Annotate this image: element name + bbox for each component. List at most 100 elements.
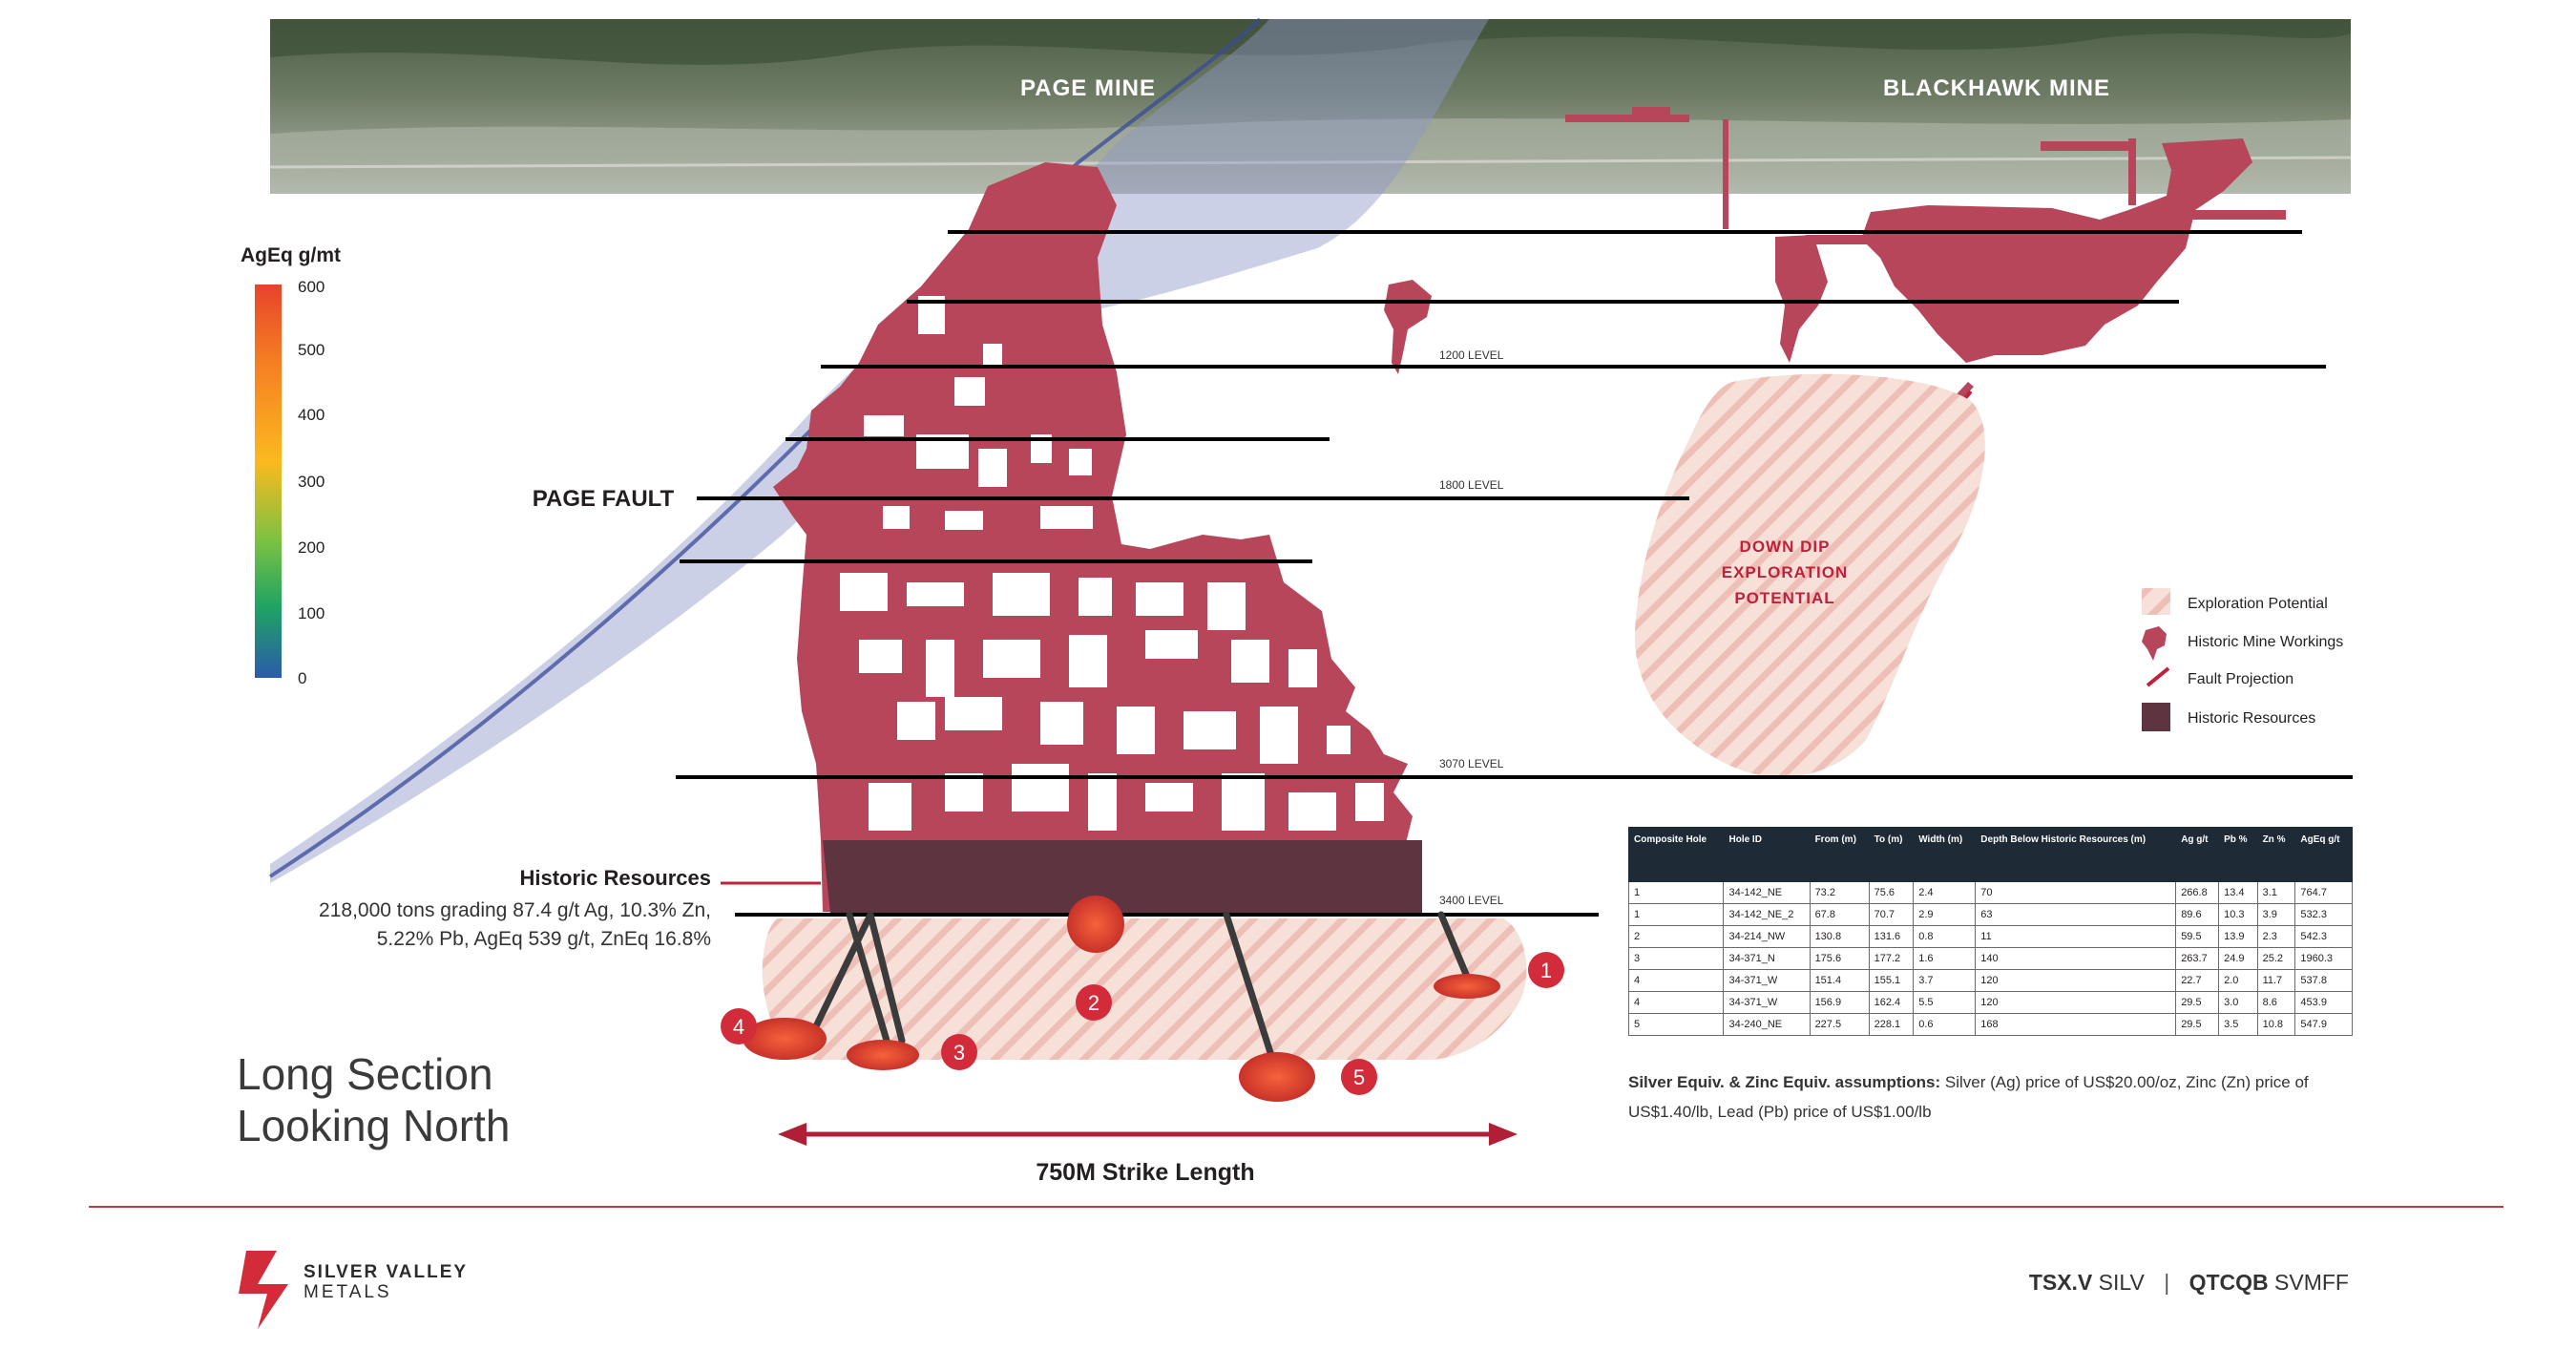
hole-marker-3: 3	[941, 1034, 977, 1070]
table-cell: 2.4	[1913, 881, 1977, 904]
table-cell: 140	[1975, 947, 2177, 970]
table-header-cell: Composite Hole	[1627, 827, 1725, 882]
table-cell: 120	[1975, 991, 2177, 1014]
table-cell: 29.5	[2175, 1013, 2220, 1036]
table-cell: 2	[1627, 925, 1725, 948]
table-cell: 25.2	[2256, 947, 2296, 970]
table-cell: 547.9	[2294, 1013, 2353, 1036]
table-header-cell: From (m)	[1809, 827, 1870, 882]
logo-line1: SILVER VALLEY	[304, 1262, 469, 1282]
table-cell: 151.4	[1809, 969, 1870, 992]
table-cell: 3.9	[2256, 903, 2296, 926]
table-cell: 3.1	[2256, 881, 2296, 904]
table-cell: 537.8	[2294, 969, 2353, 992]
table-header-cell: Zn %	[2256, 827, 2296, 882]
table-cell: 4	[1627, 991, 1725, 1014]
historic-resources-title: Historic Resources	[519, 866, 711, 890]
intercept-blobs	[743, 896, 1500, 1102]
scale-tick: 100	[298, 604, 325, 622]
scale-tick: 0	[298, 669, 306, 687]
ticker-separator: |	[2164, 1270, 2170, 1295]
legend-label: Historic Mine Workings	[2188, 634, 2343, 650]
exploration-label-line3: POTENTIAL	[1734, 589, 1834, 607]
page-fault-label: PAGE FAULT	[533, 486, 675, 512]
legend-label: Fault Projection	[2188, 671, 2293, 687]
table-cell: 168	[1975, 1013, 2177, 1036]
level-lines	[676, 230, 2353, 917]
table-cell: 3.5	[2218, 1013, 2258, 1036]
svg-text:1: 1	[1540, 959, 1552, 982]
table-cell: 764.7	[2294, 881, 2353, 904]
assumptions-text: Silver (Ag) price of US$20.00/oz, Zinc (…	[1628, 1073, 2309, 1121]
scale-tick: 300	[298, 473, 325, 491]
table-cell: 177.2	[1868, 947, 1915, 970]
historic-resources-line2: 5.22% Pb, AgEq 539 g/t, ZnEq 16.8%	[376, 928, 711, 950]
table-cell: 34-214_NW	[1723, 925, 1811, 948]
terrain-banner	[269, 19, 2352, 194]
equivalence-assumptions: Silver Equiv. & Zinc Equiv. assumptions:…	[1628, 1067, 2373, 1127]
table-cell: 1	[1627, 881, 1725, 904]
table-cell: 0.8	[1913, 925, 1977, 948]
exploration-band	[762, 918, 1527, 1060]
scale-bar	[255, 285, 282, 678]
level-3070-label: 3070 LEVEL	[1439, 757, 1504, 770]
table-cell: 1	[1627, 903, 1725, 926]
table-cell: 63	[1975, 903, 2177, 926]
table-cell: 175.6	[1809, 947, 1870, 970]
table-cell: 2.3	[2256, 925, 2296, 948]
table-header-cell: Ag g/t	[2175, 827, 2220, 882]
table-cell: 24.9	[2218, 947, 2258, 970]
table-cell: 73.2	[1809, 881, 1870, 904]
section-title-line1: Long Section	[237, 1049, 493, 1099]
workings-glyph-icon	[2142, 626, 2167, 661]
table-cell: 5.5	[1913, 991, 1977, 1014]
exploration-label-line1: DOWN DIP	[1740, 538, 1831, 556]
historic-resources-line1: 218,000 tons grading 87.4 g/t Ag, 10.3% …	[319, 899, 711, 921]
svg-text:5: 5	[1353, 1065, 1365, 1089]
table-cell: 542.3	[2294, 925, 2353, 948]
table-header-cell: AgEq g/t	[2294, 827, 2353, 882]
assumptions-heading: Silver Equiv. & Zinc Equiv. assumptions:	[1628, 1073, 1941, 1091]
table-cell: 34-142_NE_2	[1723, 903, 1811, 926]
table-header-cell: Pb %	[2218, 827, 2258, 882]
table-cell: 4	[1627, 969, 1725, 992]
table-cell: 34-240_NE	[1723, 1013, 1811, 1036]
table-cell: 3.0	[2218, 991, 2258, 1014]
section-title: Long Section Looking North	[237, 1048, 510, 1151]
table-cell: 34-371_W	[1723, 991, 1811, 1014]
table-cell: 130.8	[1809, 925, 1870, 948]
table-cell: 3.7	[1913, 969, 1977, 992]
table-cell: 120	[1975, 969, 2177, 992]
svg-text:4: 4	[733, 1015, 744, 1039]
table-cell: 5	[1627, 1013, 1725, 1036]
table-header-cell: Width (m)	[1913, 827, 1977, 882]
table-cell: 75.6	[1868, 881, 1915, 904]
page-mine-workings	[773, 162, 1422, 912]
ticker-symbols: TSX.V SILV | QTCQB SVMFF	[2029, 1270, 2349, 1296]
logo-line2: METALS	[304, 1282, 392, 1302]
table-cell: 13.9	[2218, 925, 2258, 948]
table-cell: 1960.3	[2294, 947, 2353, 970]
table-cell: 131.6	[1868, 925, 1915, 948]
ticker-symbol-1: SILV	[2098, 1270, 2145, 1295]
dashed-line-icon	[2146, 666, 2170, 687]
table-cell: 3	[1627, 947, 1725, 970]
page-fault-plane	[270, 19, 1489, 883]
down-dip-exploration-zone	[1634, 373, 1985, 777]
historic-resources-block	[823, 840, 1422, 915]
historic-resources-callout: Historic Resources 218,000 tons grading …	[270, 866, 711, 954]
table-cell: 67.8	[1809, 903, 1870, 926]
hole-marker-2: 2	[1076, 984, 1112, 1021]
company-logo: SILVER VALLEY METALS	[237, 1241, 485, 1319]
table-cell: 155.1	[1868, 969, 1915, 992]
table-cell: 34-142_NE	[1723, 881, 1811, 904]
table-cell: 227.5	[1809, 1013, 1870, 1036]
exploration-label-line2: EXPLORATION	[1722, 563, 1849, 581]
